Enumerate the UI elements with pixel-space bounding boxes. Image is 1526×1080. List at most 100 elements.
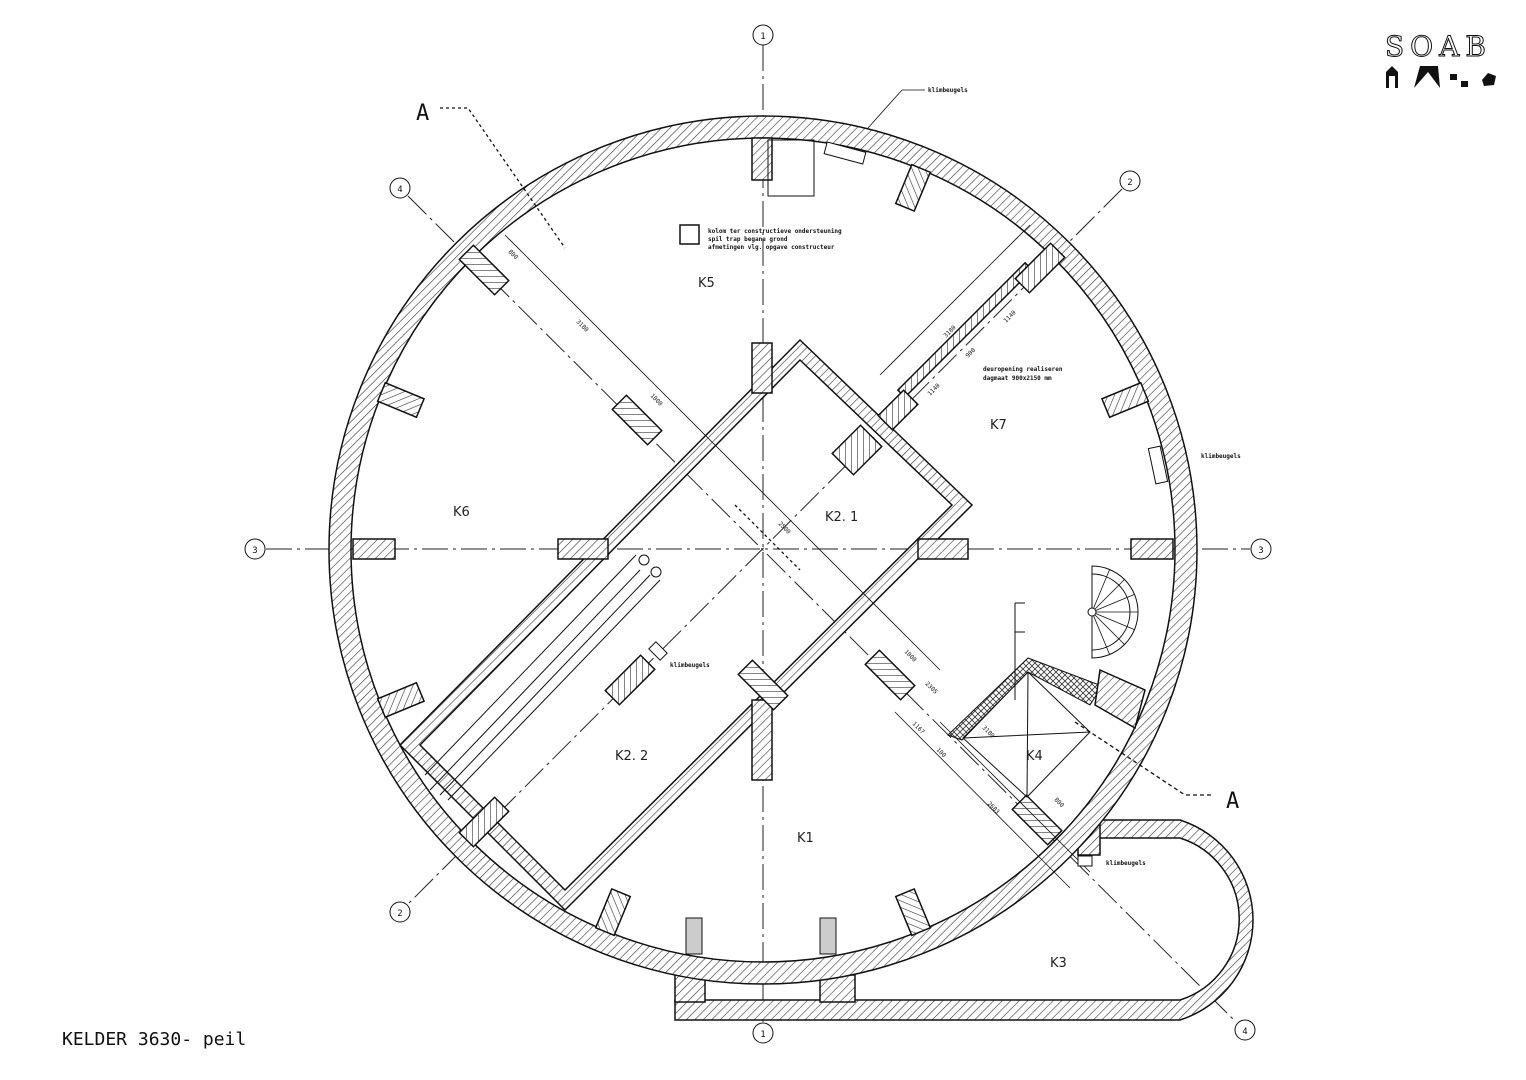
k4-wall (947, 657, 1103, 741)
inner-pier (751, 342, 773, 394)
stair-tread (1091, 611, 1135, 630)
section-line-a (1074, 721, 1212, 796)
stair-tread (1091, 569, 1110, 613)
logo-roof-icon (1414, 66, 1440, 88)
inner-pier (831, 424, 883, 476)
stair-tread (1091, 611, 1125, 645)
section-marker-a-top: A (416, 101, 429, 126)
inner-pier (611, 394, 663, 446)
room-label-k3: K3 (1050, 956, 1067, 971)
ring-pier (894, 163, 932, 213)
inner-pier (864, 649, 916, 701)
note-klimbeugels: klimbeugels (928, 87, 968, 94)
dim-label: 800 (507, 248, 520, 261)
hatch-opening (767, 139, 815, 197)
dim-label: 900 (964, 347, 977, 360)
dim-label: 2305 (924, 680, 939, 695)
grey-pier (685, 917, 703, 955)
grid-axes (266, 45, 1250, 1023)
ring-piers (376, 163, 1150, 937)
logo-text: SOAB (1385, 30, 1492, 63)
note-klimbeugels: klimbeugels (670, 662, 710, 669)
pipe-line (424, 554, 637, 776)
dim-label: 2683 (986, 800, 1001, 815)
column-symbol (679, 224, 700, 245)
inner-pier (877, 389, 919, 431)
dim-label: 3180 (575, 318, 590, 333)
note-kolom: afmetingen vlg. opgave constructeur (708, 244, 835, 251)
dim-label: 1000 (649, 392, 664, 407)
logo-shape-icon (1482, 73, 1496, 86)
axis-label-4-top: 4 (397, 185, 402, 195)
climbing-rungs (648, 641, 668, 661)
axis-label-3-left: 3 (252, 546, 257, 556)
dim-label: 3180 (981, 724, 996, 739)
room-label-k4: K4 (1026, 749, 1043, 764)
note-klimbeugels: klimbeugels (1106, 860, 1146, 867)
stair-tread (1091, 594, 1135, 613)
circular-outer-wall (328, 115, 1198, 985)
climbing-rungs (823, 141, 867, 165)
dim-label: 1167 (911, 720, 926, 735)
inner-pier (458, 796, 510, 848)
section-marker-a-bottom: A (1226, 789, 1239, 814)
inner-pier (751, 699, 773, 781)
axis-label-2-top: 2 (1127, 178, 1132, 188)
dimension-lines (504, 224, 1091, 889)
dim-label: 1000 (903, 648, 918, 663)
axis-label-1-bottom: 1 (760, 1030, 765, 1040)
grey-pier (819, 917, 837, 955)
ring-pier (1100, 381, 1150, 419)
climbing-rungs (1077, 855, 1093, 867)
pipe-end (638, 554, 650, 566)
note-klimbeugels: klimbeugels (1201, 453, 1241, 460)
axis-2-line (407, 188, 1123, 905)
soab-logo: SOAB (1385, 30, 1496, 88)
pipe-end (650, 566, 662, 578)
dim-label: 100 (935, 746, 948, 759)
room-label-k6: K6 (453, 505, 470, 520)
room-label-k2-1: K2. 1 (825, 510, 858, 525)
stair-tread (1091, 579, 1125, 613)
spiral-stair (1087, 565, 1139, 659)
pipe-line (439, 574, 651, 796)
k4-room-outline (962, 671, 1091, 798)
inner-pier (1011, 794, 1063, 846)
inner-pier (1014, 242, 1066, 294)
inner-pier (737, 659, 789, 711)
room-label-k5: K5 (698, 276, 715, 291)
stair-tread (1091, 611, 1110, 655)
climbing-rungs (1147, 445, 1169, 485)
dimension-labels: 800 3180 1000 2500 3180 1140 900 1140 10… (507, 248, 1066, 815)
dim-label: 1140 (926, 382, 941, 397)
inner-pier (557, 538, 609, 560)
inner-pier (352, 538, 396, 560)
inner-pier (604, 654, 656, 706)
note-kolom: kolom ter constructieve ondersteuning (708, 228, 842, 235)
dim-label: 800 (1053, 796, 1066, 809)
axis-markers: 1 1 3 3 4 4 2 2 (244, 24, 1272, 1044)
axis-label-4-bottom: 4 (1242, 1027, 1247, 1037)
k4-pier (1094, 668, 1146, 730)
inner-pier (458, 244, 510, 296)
note-deuropening: dagmaat 900x2150 mm (983, 375, 1052, 382)
note-kolom: spil trap begane grond (708, 236, 788, 243)
logo-building-icon (1386, 66, 1398, 88)
inner-pier (1130, 538, 1174, 560)
pipe-line (447, 579, 661, 801)
ring-pier (894, 887, 932, 937)
room-label-k2-2: K2. 2 (615, 749, 648, 764)
axis-label-1-top: 1 (760, 32, 765, 42)
room-label-k1: K1 (797, 831, 814, 846)
logo-square-icon (1450, 74, 1457, 80)
axis-label-2-bottom: 2 (397, 909, 402, 919)
ring-pier (376, 381, 426, 419)
annex-k3-wall (674, 819, 1254, 1021)
axis-label-3-right: 3 (1258, 546, 1263, 556)
drawing-title: KELDER 3630- peil (62, 1029, 246, 1050)
dim-label: 1140 (1002, 309, 1017, 324)
section-line-a (734, 504, 801, 571)
leader-line (867, 89, 925, 129)
